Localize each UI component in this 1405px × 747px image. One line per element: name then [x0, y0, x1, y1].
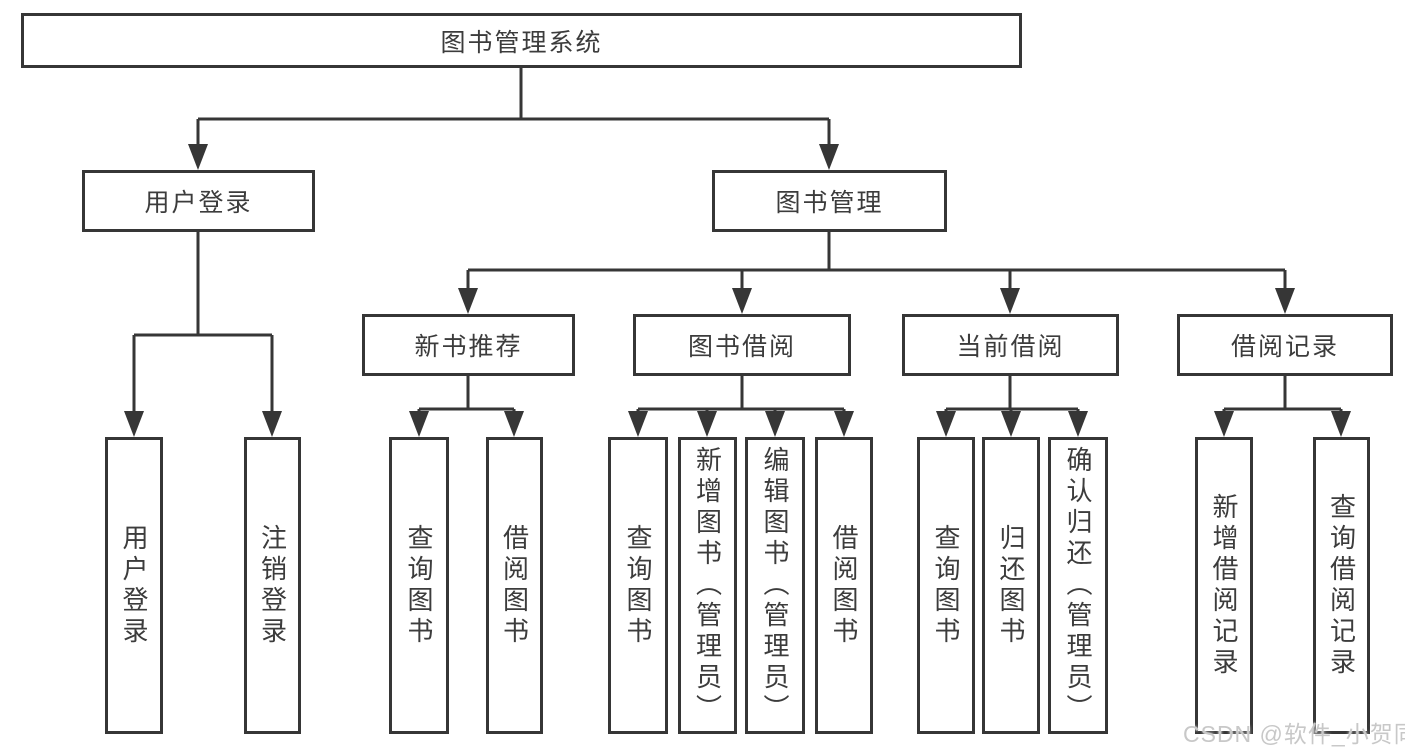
arrowheads-new-book	[409, 411, 524, 437]
arrowheads-current-borrow	[936, 411, 1088, 437]
leaf-return-books: 归还图书	[982, 437, 1040, 734]
arrowhead-down-icon	[504, 411, 524, 437]
arrowhead-down-icon	[697, 411, 717, 437]
node-book-management: 图书管理	[712, 170, 947, 232]
leaf-confirm-return-admin: 确认归还（管理员）	[1048, 437, 1108, 734]
connector-new-book-to-leaves	[417, 376, 516, 412]
arrowheads-book-borrow	[628, 411, 854, 437]
arrowhead-down-icon	[765, 411, 785, 437]
node-user-login: 用户登录	[82, 170, 315, 232]
leaf-logout: 注销登录	[244, 437, 301, 734]
arrowhead-down-icon	[1275, 288, 1295, 314]
leaf-add-borrow-record: 新增借阅记录	[1195, 437, 1253, 734]
leaf-query-books-current: 查询图书	[917, 437, 975, 734]
leaf-query-books-borrow: 查询图书	[608, 437, 668, 734]
connector-book-borrow-to-leaves	[636, 376, 846, 412]
arrowhead-down-icon	[1214, 411, 1234, 437]
arrowheads-borrow-record	[1214, 411, 1351, 437]
node-library-management-system: 图书管理系统	[21, 13, 1022, 68]
arrowhead-down-icon	[409, 411, 429, 437]
arrowhead-down-icon	[458, 288, 478, 314]
connector-user-login-to-leaves	[132, 232, 274, 412]
leaf-add-books-admin: 新增图书（管理员）	[678, 437, 737, 734]
arrowheads-level3	[458, 288, 1295, 314]
arrowhead-down-icon	[262, 411, 282, 437]
leaf-borrow-books-recommend: 借阅图书	[486, 437, 543, 734]
arrowhead-down-icon	[628, 411, 648, 437]
node-borrowing-records: 借阅记录	[1177, 314, 1393, 376]
leaf-borrow-books: 借阅图书	[815, 437, 873, 734]
arrowhead-down-icon	[732, 288, 752, 314]
arrowheads-level2	[188, 144, 839, 170]
arrowhead-down-icon	[819, 144, 839, 170]
connector-book-mgmt-to-level3	[466, 232, 1287, 289]
arrowhead-down-icon	[834, 411, 854, 437]
arrowheads-user-login	[124, 411, 282, 437]
leaf-query-books-recommend: 查询图书	[389, 437, 449, 734]
leaf-query-borrow-record: 查询借阅记录	[1313, 437, 1370, 734]
connector-borrow-record-to-leaves	[1222, 376, 1343, 412]
arrowhead-down-icon	[936, 411, 956, 437]
arrowhead-down-icon	[1068, 411, 1088, 437]
node-current-borrowing: 当前借阅	[902, 314, 1119, 376]
connector-root-to-level2	[196, 68, 831, 145]
arrowhead-down-icon	[1331, 411, 1351, 437]
leaf-edit-books-admin: 编辑图书（管理员）	[745, 437, 805, 734]
connector-current-borrow-to-leaves	[944, 376, 1080, 412]
csdn-watermark: CSDN @软件_小贺同学	[1183, 721, 1405, 747]
arrowhead-down-icon	[124, 411, 144, 437]
arrowhead-down-icon	[1000, 288, 1020, 314]
arrowhead-down-icon	[188, 144, 208, 170]
leaf-user-login: 用户登录	[105, 437, 163, 734]
node-new-book-recommend: 新书推荐	[362, 314, 575, 376]
arrowhead-down-icon	[1001, 411, 1021, 437]
node-book-borrowing: 图书借阅	[633, 314, 851, 376]
